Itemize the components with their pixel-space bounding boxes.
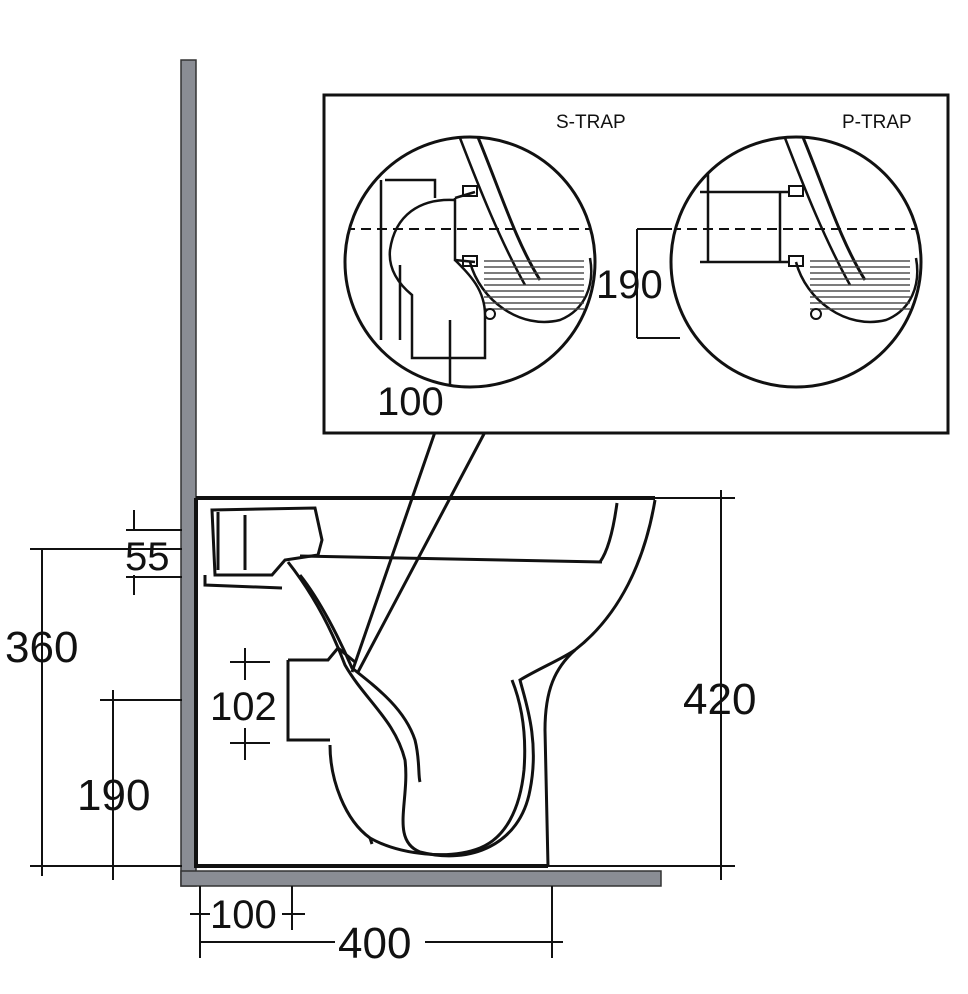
- wall-and-floor: [180, 59, 662, 887]
- floor: [180, 870, 662, 887]
- dim-55-label: 55: [125, 535, 170, 579]
- dim-360-label: 360: [5, 623, 78, 672]
- dim-102-label: 102: [210, 685, 277, 729]
- inset-190-label: 190: [596, 263, 663, 307]
- callout-lines: [350, 431, 487, 673]
- pan-outline: [194, 496, 655, 868]
- dim-190-label: 190: [77, 771, 150, 820]
- s-trap-label: S-TRAP: [556, 112, 626, 133]
- dimension-labels: 55 360 102 190 420 100 400: [5, 535, 756, 968]
- p-trap-label: P-TRAP: [842, 112, 912, 133]
- dim-420-label: 420: [683, 675, 756, 724]
- dim-400-label: 400: [338, 919, 411, 968]
- inset-190-dimension: [636, 228, 680, 339]
- wall: [180, 59, 197, 887]
- toilet-profile: [203, 499, 657, 867]
- dim-100-label: 100: [210, 893, 277, 937]
- p-trap-detail: [669, 135, 923, 389]
- s-trap-detail: [343, 135, 597, 389]
- dimension-lines: [30, 490, 735, 958]
- inset-100-label: 100: [377, 380, 444, 424]
- trap-detail-inset: 190 S-TRAP P-TRAP 100: [322, 93, 950, 435]
